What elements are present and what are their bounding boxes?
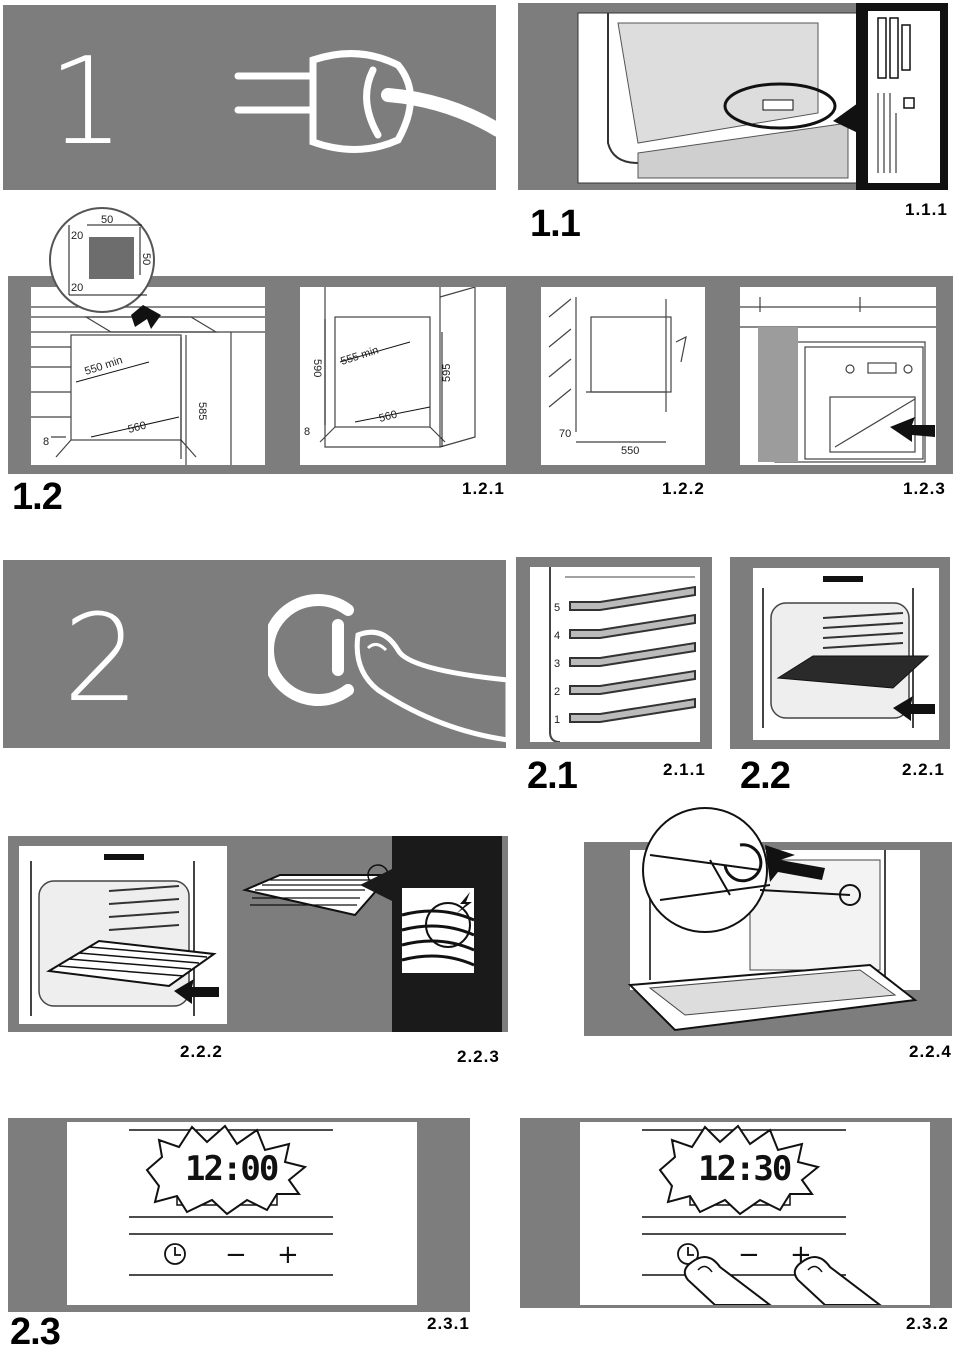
dim-585: 585 bbox=[196, 402, 208, 420]
label-2-1-1: 2.1.1 bbox=[663, 760, 706, 779]
label-2-3-2: 2.3.2 bbox=[906, 1314, 949, 1333]
panel-1-1 bbox=[518, 3, 948, 190]
dim-560-a: 560 bbox=[127, 420, 148, 436]
shelf-support-removal-diagram bbox=[627, 807, 920, 1032]
flash-burst-icon bbox=[658, 1124, 821, 1216]
shelf-level-5: 5 bbox=[554, 602, 560, 614]
flash-burst-icon bbox=[145, 1124, 308, 1216]
oven-rating-plate-illustration bbox=[577, 3, 948, 190]
step-1-banner: 1 bbox=[3, 5, 498, 190]
dim-70: 70 bbox=[559, 428, 571, 440]
inset-dim-50-top: 50 bbox=[101, 214, 113, 226]
dim-550: 550 bbox=[621, 445, 639, 457]
side-view-diagram: 70 550 bbox=[541, 287, 705, 465]
oven-insertion-diagram bbox=[740, 287, 936, 465]
shelf-level-2: 2 bbox=[554, 686, 560, 698]
finger-pressing-plus-icon bbox=[793, 1256, 882, 1305]
clock-icon[interactable] bbox=[164, 1243, 186, 1265]
step-2-number: 2 bbox=[63, 590, 140, 729]
step-1-number: 1 bbox=[48, 33, 125, 172]
worktop-niche-diagram: 550 min 560 585 8 bbox=[31, 287, 265, 465]
label-2-2: 2.2 bbox=[740, 755, 791, 797]
shelf-level-4: 4 bbox=[554, 630, 560, 642]
power-button-icon bbox=[268, 594, 508, 743]
label-2-2-3: 2.2.3 bbox=[457, 1047, 500, 1066]
dim-560-b: 560 bbox=[378, 409, 399, 425]
cutout-detail-magnifier: 50 50 20 20 bbox=[49, 207, 155, 313]
minus-button[interactable]: − bbox=[738, 1240, 760, 1270]
minus-button[interactable]: − bbox=[225, 1240, 247, 1270]
label-2-2-2: 2.2.2 bbox=[180, 1042, 223, 1061]
label-2-1: 2.1 bbox=[527, 755, 578, 797]
label-1-2: 1.2 bbox=[12, 476, 63, 518]
clock-display-2-3-1: 12:00 − + bbox=[129, 1124, 333, 1276]
label-2-2-1: 2.2.1 bbox=[902, 760, 945, 779]
inset-dim-20-top: 20 bbox=[71, 230, 83, 242]
clock-display-2-3-2: 12:30 − + bbox=[642, 1124, 882, 1305]
time-readout-12-30: 12:30 bbox=[698, 1149, 791, 1189]
dim-595: 595 bbox=[441, 364, 453, 382]
shelf-level-3: 3 bbox=[554, 658, 560, 670]
label-1-2-2: 1.2.2 bbox=[662, 479, 705, 498]
label-1-2-1: 1.2.1 bbox=[462, 479, 505, 498]
shelf-levels-diagram: 5 4 3 2 1 bbox=[530, 567, 700, 742]
dim-590: 590 bbox=[311, 359, 323, 377]
finger-pressing-clock-icon bbox=[683, 1256, 772, 1305]
wire-rack-detail-zoom bbox=[360, 865, 475, 973]
dim-8-b: 8 bbox=[304, 426, 310, 438]
label-1-1-1: 1.1.1 bbox=[905, 200, 948, 219]
step-2-banner: 2 bbox=[3, 560, 508, 748]
time-readout-12-00: 12:00 bbox=[185, 1149, 278, 1189]
tall-cabinet-diagram: 555 min 560 590 595 8 bbox=[300, 287, 506, 465]
label-2-3: 2.3 bbox=[10, 1311, 61, 1353]
label-1-1: 1.1 bbox=[530, 203, 581, 245]
shelf-level-1: 1 bbox=[554, 714, 560, 726]
label-2-3-1: 2.3.1 bbox=[427, 1314, 470, 1333]
label-2-2-4: 2.2.4 bbox=[909, 1042, 952, 1061]
plug-icon bbox=[234, 50, 498, 153]
plus-button[interactable]: + bbox=[277, 1240, 299, 1270]
inset-dim-20-bottom: 20 bbox=[71, 282, 83, 294]
baking-tray-diagram bbox=[753, 568, 939, 740]
wire-shelf-insert-diagram bbox=[19, 846, 227, 1024]
inset-dim-50-side: 50 bbox=[140, 253, 152, 265]
dim-8-a: 8 bbox=[43, 436, 49, 448]
label-1-2-3: 1.2.3 bbox=[903, 479, 946, 498]
